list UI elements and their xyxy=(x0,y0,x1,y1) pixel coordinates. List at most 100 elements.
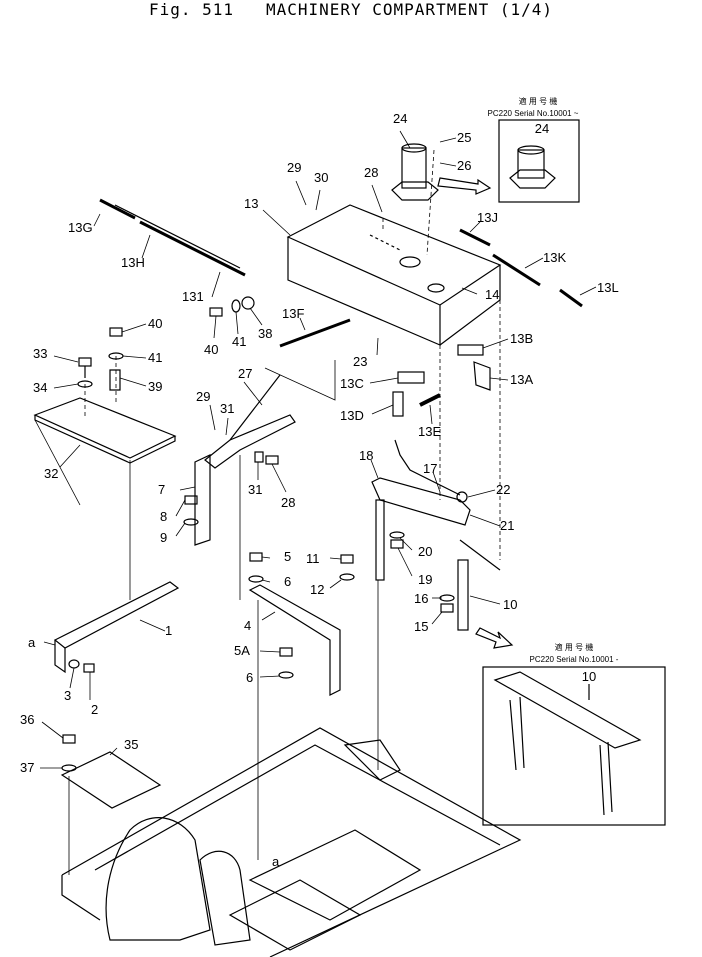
pipe-flange xyxy=(391,181,439,201)
hood-top xyxy=(286,204,502,306)
label-16: 16 xyxy=(414,591,428,606)
frame-outline xyxy=(61,727,522,957)
label-14: 14 xyxy=(485,287,499,302)
label-29b: 29 xyxy=(196,389,210,404)
ref-plate-32 xyxy=(34,419,81,506)
support-10 xyxy=(457,559,469,631)
leader-19 xyxy=(397,547,413,577)
hood-front xyxy=(287,237,441,346)
beam-4 xyxy=(248,584,341,696)
leader-35 xyxy=(109,747,118,756)
label-13d: 13D xyxy=(340,408,364,423)
label-9: 9 xyxy=(160,530,167,545)
leader-13b xyxy=(482,338,509,349)
pipe-24 xyxy=(391,143,439,201)
leader-23 xyxy=(376,337,379,356)
label-13h: 13H xyxy=(121,255,145,270)
bolt-19 xyxy=(390,539,404,549)
label-12: 12 xyxy=(310,582,324,597)
label-131: 131 xyxy=(182,289,204,304)
rod-27 xyxy=(229,374,281,441)
leader-4 xyxy=(261,611,276,621)
leader-10 xyxy=(469,595,501,605)
inset-bottom-part-label: 10 xyxy=(582,669,596,684)
washer-16 xyxy=(439,594,455,602)
label-32: 32 xyxy=(44,466,58,481)
label-20: 20 xyxy=(418,544,432,559)
leader-11 xyxy=(329,557,342,560)
label-13e: 13E xyxy=(418,424,441,439)
label-27: 27 xyxy=(238,366,252,381)
frame-plate xyxy=(228,879,362,951)
leader-36 xyxy=(41,721,64,739)
leader-40-top xyxy=(121,323,147,333)
leader-26 xyxy=(439,162,457,167)
strip-13f xyxy=(279,318,351,348)
label-38: 38 xyxy=(258,326,272,341)
label-21: 21 xyxy=(500,518,514,533)
leader-33 xyxy=(53,355,79,363)
inset-top-flange xyxy=(509,169,556,189)
bolt-28 xyxy=(265,455,279,465)
leader-27 xyxy=(243,381,263,406)
strip-13k xyxy=(492,253,541,287)
label-10: 10 xyxy=(503,597,517,612)
hood-side xyxy=(439,265,501,346)
leader-41-top xyxy=(122,355,147,359)
label-40-top: 40 xyxy=(148,316,162,331)
block-13c xyxy=(397,371,425,384)
label-35: 35 xyxy=(124,737,138,752)
leader-17 xyxy=(432,471,441,493)
label-11: 11 xyxy=(306,551,320,566)
leader-39 xyxy=(119,377,147,387)
label-23: 23 xyxy=(353,354,367,369)
leader-13c xyxy=(369,377,399,384)
leader-28 xyxy=(371,184,383,213)
leader-3 xyxy=(69,667,75,689)
block-13e xyxy=(419,393,441,407)
label-19: 19 xyxy=(418,572,432,587)
beams xyxy=(53,552,355,696)
beam-1-end xyxy=(54,640,66,674)
inset-bottom-legs xyxy=(509,696,613,816)
leader-41 xyxy=(235,311,239,335)
washer-9 xyxy=(183,518,199,526)
label-39: 39 xyxy=(148,379,162,394)
bracket-7 xyxy=(194,454,211,546)
inset-top-pipe xyxy=(517,149,545,179)
leader-7 xyxy=(179,486,196,491)
chassis-frame xyxy=(61,727,522,957)
figure-title: MACHINERY COMPARTMENT (1/4) xyxy=(265,0,554,19)
bolt-40-top xyxy=(109,327,123,337)
label-13c: 13C xyxy=(340,376,364,391)
seal-strips xyxy=(99,198,583,348)
support-leg xyxy=(375,499,385,581)
label-13b: 13B xyxy=(510,331,533,346)
frame-edge xyxy=(61,875,101,921)
leader-21 xyxy=(469,514,501,527)
washer-31 xyxy=(254,451,264,463)
leader-1 xyxy=(139,619,166,632)
bracket-27-frame xyxy=(204,414,296,469)
label-36: 36 xyxy=(20,712,34,727)
block-13b xyxy=(457,344,484,356)
label-37: 37 xyxy=(20,760,34,775)
label-13l: 13L xyxy=(597,280,619,295)
inset-bottom-frame xyxy=(482,666,666,826)
label-41-top: 41 xyxy=(148,350,162,365)
label-6b: 6 xyxy=(246,670,253,685)
bolt-33 xyxy=(78,357,92,367)
label-8: 8 xyxy=(160,509,167,524)
leader-24 xyxy=(399,130,411,149)
label-2: 2 xyxy=(91,702,98,717)
label-28b: 28 xyxy=(281,495,295,510)
label-13: 13 xyxy=(244,196,258,211)
leader-13h xyxy=(141,234,151,259)
leader-131 xyxy=(211,271,221,298)
label-30: 30 xyxy=(314,170,328,185)
label-41: 41 xyxy=(232,334,246,349)
plate-35-top xyxy=(60,751,162,809)
label-40: 40 xyxy=(204,342,218,357)
hood-hole xyxy=(399,256,421,268)
leader-38 xyxy=(249,307,263,326)
